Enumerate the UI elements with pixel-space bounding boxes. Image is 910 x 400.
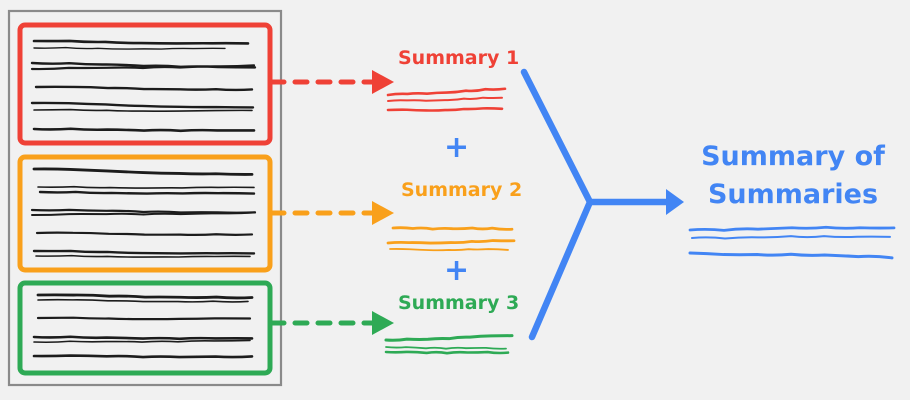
arrow-group-1-to-summary-1-head xyxy=(372,70,394,94)
document-text-line xyxy=(35,254,251,258)
document-text-line xyxy=(30,101,255,109)
summary-2-underline xyxy=(389,248,509,252)
merge-arrow-top-branch xyxy=(520,68,594,206)
summary-2-underline xyxy=(386,239,516,245)
document-text-line xyxy=(31,211,256,217)
document-text-line xyxy=(32,167,254,176)
source-documents-frame xyxy=(7,9,283,387)
arrow-group-2-to-summary-2-head xyxy=(372,201,394,225)
merge-arrow-head xyxy=(666,189,684,215)
document-text-line xyxy=(37,298,249,303)
document-text-line xyxy=(33,46,226,50)
summary-1-underline xyxy=(386,107,504,112)
document-text-line xyxy=(38,190,256,195)
final-summary-underline xyxy=(688,251,894,260)
summary-1-underline xyxy=(387,96,503,102)
document-text-line xyxy=(32,335,254,341)
merge-arrow-bottom-branch xyxy=(528,198,594,341)
document-text-line xyxy=(32,127,256,133)
document-text-line xyxy=(33,339,251,344)
document-text-line xyxy=(32,249,256,255)
document-text-line xyxy=(34,85,254,92)
document-text-line xyxy=(35,231,254,237)
summary-3-underline xyxy=(384,334,514,342)
document-text-line xyxy=(32,354,254,359)
document-text-line xyxy=(37,185,255,189)
summary-2-underline xyxy=(391,226,514,231)
summary-1-underline xyxy=(386,87,507,97)
final-summary-underline xyxy=(691,235,891,240)
final-summary-underline xyxy=(688,225,896,232)
document-text-line xyxy=(36,316,252,321)
document-text-line xyxy=(33,108,253,112)
arrow-group-3-to-summary-3-head xyxy=(372,311,394,335)
document-group-box-3[interactable] xyxy=(17,280,273,376)
document-group-box-1[interactable] xyxy=(17,22,273,146)
document-text-line xyxy=(30,64,256,71)
document-text-line xyxy=(32,39,250,45)
document-text-line xyxy=(36,293,254,300)
summary-3-underline xyxy=(385,346,507,350)
summary-3-underline xyxy=(384,350,510,355)
